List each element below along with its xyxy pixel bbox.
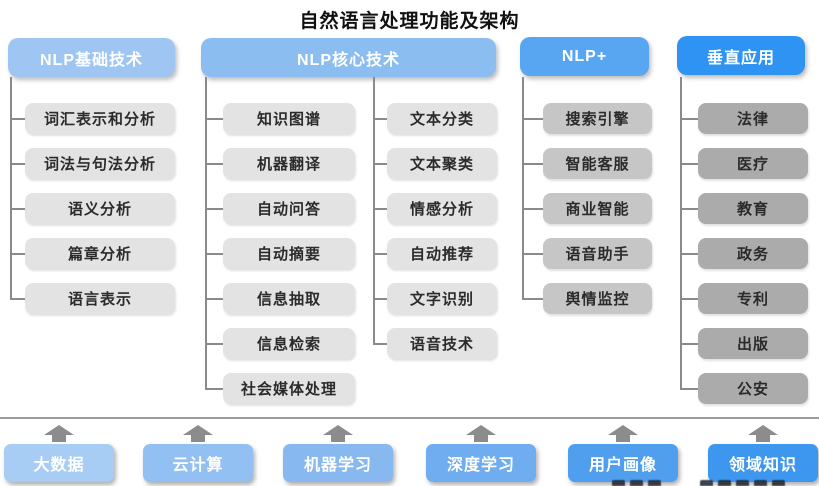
column-items-nlp-plus: 搜索引擎 智能客服 商业智能 语音助手 舆情监控 [522, 103, 652, 314]
tree-item: 知识图谱 [205, 103, 355, 134]
foundation-box-machine-learning: 机器学习 [283, 444, 393, 482]
tree-item: 商业智能 [522, 193, 652, 224]
column-header-nlp-core: NLP核心技术 [201, 38, 496, 77]
tree-item: 文本聚类 [373, 148, 497, 179]
tree-item: 语义分析 [10, 193, 175, 224]
connector-line-core-right [373, 77, 375, 344]
foundation-box-big-data: 大数据 [4, 444, 114, 482]
tree-item: 语言表示 [10, 283, 175, 314]
tree-item: 社会媒体处理 [205, 373, 355, 404]
watermark-fragment [612, 479, 672, 486]
foundation-box-deep-learning: 深度学习 [426, 444, 536, 482]
tree-item: 自动推荐 [373, 238, 497, 269]
tree-item: 出版 [680, 328, 808, 359]
tree-item: 医疗 [680, 148, 808, 179]
up-arrow-icon [466, 425, 496, 442]
tree-item: 舆情监控 [522, 283, 652, 314]
tree-item: 词汇表示和分析 [10, 103, 175, 134]
tree-item: 公安 [680, 373, 808, 404]
tree-item: 搜索引擎 [522, 103, 652, 134]
column-items-vertical-apps: 法律 医疗 教育 政务 专利 出版 公安 [680, 103, 808, 404]
column-header-nlp-plus: NLP+ [520, 37, 649, 76]
column-header-nlp-basic: NLP基础技术 [8, 38, 175, 77]
tree-item: 自动摘要 [205, 238, 355, 269]
diagram-title: 自然语言处理功能及架构 [299, 11, 520, 32]
watermark-fragment [700, 479, 815, 486]
tree-item: 语音技术 [373, 328, 497, 359]
tree-item: 文字识别 [373, 283, 497, 314]
connector-line-vertical [680, 77, 682, 389]
up-arrow-icon [608, 425, 638, 442]
tree-item: 机器翻译 [205, 148, 355, 179]
tree-item: 专利 [680, 283, 808, 314]
tree-item: 政务 [680, 238, 808, 269]
tree-item: 词法与句法分析 [10, 148, 175, 179]
up-arrow-icon [183, 425, 213, 442]
tree-item: 语音助手 [522, 238, 652, 269]
up-arrow-icon [44, 425, 74, 442]
column-items-nlp-core-left: 知识图谱 机器翻译 自动问答 自动摘要 信息抽取 信息检索 社会媒体处理 [205, 103, 355, 404]
connector-line-nlp-plus [522, 77, 524, 299]
foundation-box-domain-knowledge: 领域知识 [708, 444, 818, 482]
tree-item: 法律 [680, 103, 808, 134]
foundation-box-user-profile: 用户画像 [568, 444, 678, 482]
tree-item: 信息检索 [205, 328, 355, 359]
tree-item: 自动问答 [205, 193, 355, 224]
column-items-nlp-basic: 词汇表示和分析 词法与句法分析 语义分析 篇章分析 语言表示 [10, 103, 175, 314]
tree-item: 信息抽取 [205, 283, 355, 314]
foundation-box-cloud-computing: 云计算 [143, 444, 253, 482]
up-arrow-icon [323, 425, 353, 442]
up-arrow-icon [748, 425, 778, 442]
connector-line-core-left [205, 77, 207, 389]
column-items-nlp-core-right: 文本分类 文本聚类 情感分析 自动推荐 文字识别 语音技术 [373, 103, 497, 359]
tree-item: 篇章分析 [10, 238, 175, 269]
tree-item: 教育 [680, 193, 808, 224]
tree-item: 文本分类 [373, 103, 497, 134]
tree-item: 情感分析 [373, 193, 497, 224]
tree-item: 智能客服 [522, 148, 652, 179]
column-header-vertical-apps: 垂直应用 [677, 36, 805, 75]
divider-line [0, 417, 819, 419]
connector-line-basic [10, 77, 12, 299]
